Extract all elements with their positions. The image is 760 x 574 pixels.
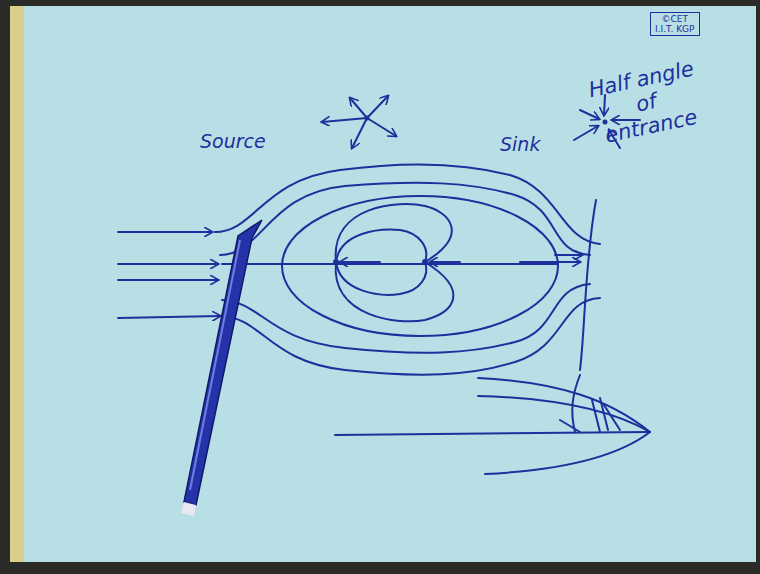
watermark-text: ©CET [655,14,695,24]
sketch-label: Source [200,130,266,152]
pen-illustration [181,220,262,516]
watermark-text: I.I.T. KGP [655,24,695,34]
sketch-label: Sink [500,133,540,155]
watermark-box: ©CETI.I.T. KGP [650,12,700,36]
